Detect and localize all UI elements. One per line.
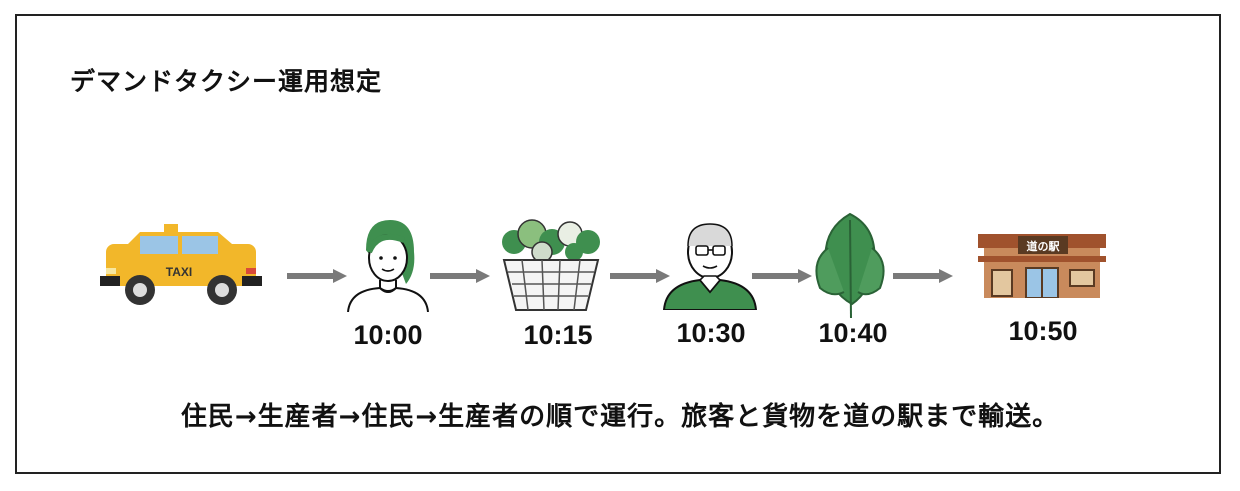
time-label-1: 10:00 [353,320,423,350]
elderly-man-icon [662,223,758,310]
time-label-2: 10:15 [523,320,593,350]
time-label-3: 10:30 [676,318,746,348]
arrow-1-icon [287,269,347,283]
diagram-title: デマンドタクシー運用想定 [70,67,383,96]
vegetable-basket-icon [502,219,600,311]
arrow-5-icon [893,269,953,283]
arrow-2-icon [430,269,490,283]
taxi-icon: TAXI [100,224,262,305]
roadside-station-icon: 道の駅 [978,234,1106,298]
time-label-4: 10:40 [818,318,888,348]
diagram-caption: 住民→生産者→住民→生産者の順で運行。旅客と貨物を道の駅まで輸送。 [180,402,1060,432]
time-label-5: 10:50 [1008,316,1078,346]
arrow-3-icon [610,269,670,283]
spinach-icon [815,212,885,319]
arrow-4-icon [752,269,812,283]
resident-woman-icon [347,220,429,312]
taxi-sign-label: TAXI [166,265,192,279]
station-sign-label: 道の駅 [1027,239,1060,253]
